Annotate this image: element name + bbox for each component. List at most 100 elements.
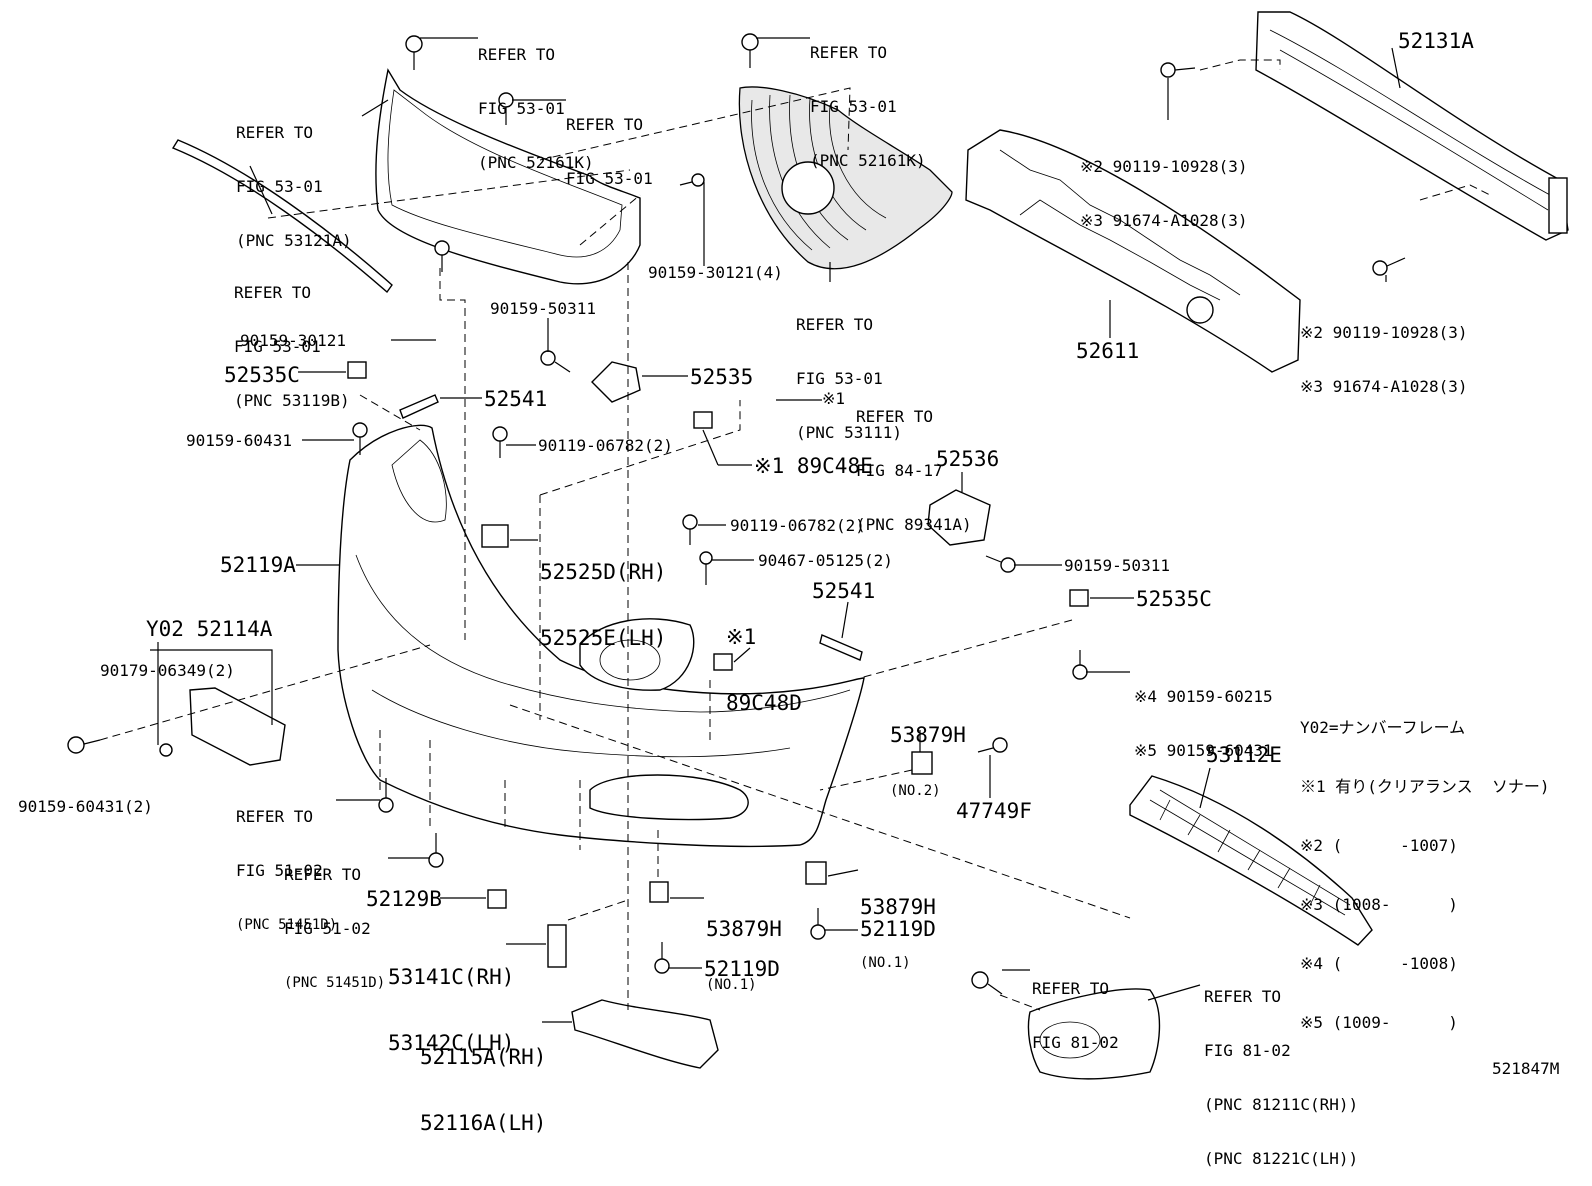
label-line: (PNC 81221C(LH)) — [1204, 1149, 1359, 1168]
label-line: 53142C(LH) — [388, 1031, 515, 1055]
fasteners — [67, 33, 1406, 995]
label-line: REFER TO — [796, 315, 874, 334]
bracket-53879H-no2 — [911, 751, 933, 775]
label-90159-30121-4: 90159-30121(4) — [648, 263, 783, 282]
label-90159-50311-a: 90159-50311 — [490, 299, 596, 318]
label-bolt-mid: ※2 90119-10928(3) ※3 91674-A1028(3) — [1300, 288, 1468, 414]
label-52611: 52611 — [1076, 339, 1140, 363]
clip-52535C-b — [1069, 589, 1089, 607]
label-52119d-b: 52119D — [704, 957, 780, 981]
bracket-52535 — [591, 361, 641, 403]
label-line: FIG 84-17 — [856, 461, 943, 480]
label-ref-fig-53-01-52161k-left: REFER TO FIG 53-01 (PNC 52161K) — [478, 10, 594, 190]
label-line: 52115A(RH) — [420, 1045, 547, 1069]
label-y02-52114a: Y02 52114A — [146, 617, 273, 641]
label-line: (PNC 53119B) — [234, 391, 350, 410]
energy-absorber — [965, 129, 1301, 373]
label-line: (PNC 52161K) — [810, 151, 926, 170]
pad-52541-a — [399, 394, 439, 419]
label-line: 53141C(RH) — [388, 965, 515, 989]
legend: Y02=ナンバーフレーム ※1 有り(クリアランス ソナー) ※2 ( -100… — [1300, 680, 1549, 1052]
label-53141c: 53141C(RH) 53142C(LH) — [388, 922, 514, 1076]
label-90159-60431: 90159-60431 — [186, 431, 292, 450]
figure-id: 521847M — [1492, 1059, 1560, 1078]
label-line: ※4 90159-60215 — [1134, 687, 1273, 706]
label-ref-fig-51-02-b: REFER TO FIG 51-02 (PNC 51451D) — [284, 830, 385, 1010]
label-ref-fig-53-01: REFER TO FIG 53-01 — [566, 80, 653, 206]
label-line: FIG 53-01 — [234, 337, 321, 356]
label-52115a: 52115A(RH) 52116A(LH) — [420, 1002, 546, 1156]
label-90159-60215: ※4 90159-60215 ※5 90159-60431 — [1134, 652, 1273, 778]
legend-item: ※5 (1009- ) — [1300, 1013, 1458, 1032]
label-90179-06349: 90179-06349(2) — [100, 661, 235, 680]
label-90159-60431-2: 90159-60431(2) — [18, 797, 153, 816]
label-line: FIG 81-02 — [1032, 1033, 1119, 1052]
label-line: (PNC 53121A) — [236, 231, 352, 250]
label-line: REFER TO — [236, 123, 314, 142]
bumper-cover — [337, 424, 865, 848]
label-line: 89C48D — [726, 691, 802, 715]
label-line: ※2 90119-10928(3) — [1300, 323, 1468, 342]
label-47749f: 47749F — [956, 799, 1032, 823]
legend-item: ※4 ( -1008) — [1300, 954, 1458, 973]
bracket-53879H-no1-b — [649, 881, 669, 903]
label-line: FIG 51-02 — [284, 919, 371, 938]
label-line: FIG 53-01 — [566, 169, 653, 188]
label-90467-05125: 90467-05125(2) — [758, 551, 893, 570]
label-line: REFER TO — [856, 407, 934, 426]
clip-52129B — [487, 889, 507, 909]
label-line: 52525E(LH) — [540, 626, 667, 650]
label-line: REFER TO — [1032, 979, 1110, 998]
lower-grille — [1129, 775, 1373, 946]
license-bracket — [189, 687, 286, 766]
label-line: (NO.1) — [706, 977, 757, 993]
label-note-1-sonar: ※1 — [822, 389, 846, 408]
alignment-lines — [99, 59, 1491, 1011]
lower-retainer — [571, 999, 719, 1069]
label-line: (PNC 89341A) — [856, 515, 972, 534]
label-line: (NO.2) — [890, 783, 941, 799]
sensor-89C48D — [713, 653, 733, 671]
label-line: 52525D(RH) — [540, 560, 667, 584]
pad-52541-b — [819, 634, 863, 661]
bracket-53879H-no1-a — [805, 861, 827, 885]
label-line: FIG 53-01 — [478, 99, 565, 118]
bracket-52536 — [927, 489, 991, 546]
label-line: (PNC 53111) — [796, 423, 902, 442]
label-line: ※3 91674-A1028(3) — [1080, 211, 1248, 230]
label-ref-fig-53-01-53119b: REFER TO FIG 53-01 (PNC 53119B) — [234, 248, 350, 428]
label-line: ※5 90159-60431 — [1134, 741, 1273, 760]
label-52129b: 52129B — [366, 887, 442, 911]
fog-lamp — [1027, 988, 1161, 1080]
label-52119d-a: 52119D — [860, 917, 936, 941]
bracket-52525 — [481, 524, 509, 548]
radiator-grille — [738, 86, 953, 270]
side-retainer — [547, 924, 567, 968]
label-line: REFER TO — [234, 283, 312, 302]
label-52541-a: 52541 — [484, 387, 548, 411]
label-53879h-no1-b: 53879H (NO.1) — [706, 882, 782, 1012]
label-ref-fig-53-01-52161k-right: REFER TO FIG 53-01 (PNC 52161K) — [810, 8, 926, 188]
label-line: REFER TO — [1204, 987, 1282, 1006]
label-90119-06782-a: 90119-06782(2) — [538, 436, 673, 455]
label-52535c-b: 52535C — [1136, 587, 1212, 611]
label-line: (NO.1) — [860, 955, 911, 971]
label-52131a: 52131A — [1398, 29, 1474, 53]
label-52119a: 52119A — [220, 553, 296, 577]
label-line: FIG 53-01 — [236, 177, 323, 196]
parts-diagram — [67, 11, 1569, 1080]
label-line: ※3 91674-A1028(3) — [1300, 377, 1468, 396]
label-line: 52116A(LH) — [420, 1111, 547, 1135]
label-line: (PNC 51451D) — [284, 975, 386, 991]
label-ref-fig-84-17: REFER TO FIG 84-17 (PNC 89341A) — [856, 372, 972, 552]
label-line: REFER TO — [478, 45, 556, 64]
label-line: FIG 51-02 — [236, 861, 323, 880]
label-ref-fig-53-01-53121a: REFER TO FIG 53-01 (PNC 53121A) — [236, 88, 352, 268]
legend-item: ※1 有り(クリアランス ソナー) — [1300, 777, 1550, 796]
label-line: REFER TO — [236, 807, 314, 826]
diagram-drawing — [67, 11, 1569, 1080]
label-line: 53879H — [890, 723, 966, 747]
upper-molding — [171, 139, 393, 294]
legend-item: ※3 (1008- ) — [1300, 895, 1458, 914]
legend-item: ※2 ( -1007) — [1300, 836, 1458, 855]
